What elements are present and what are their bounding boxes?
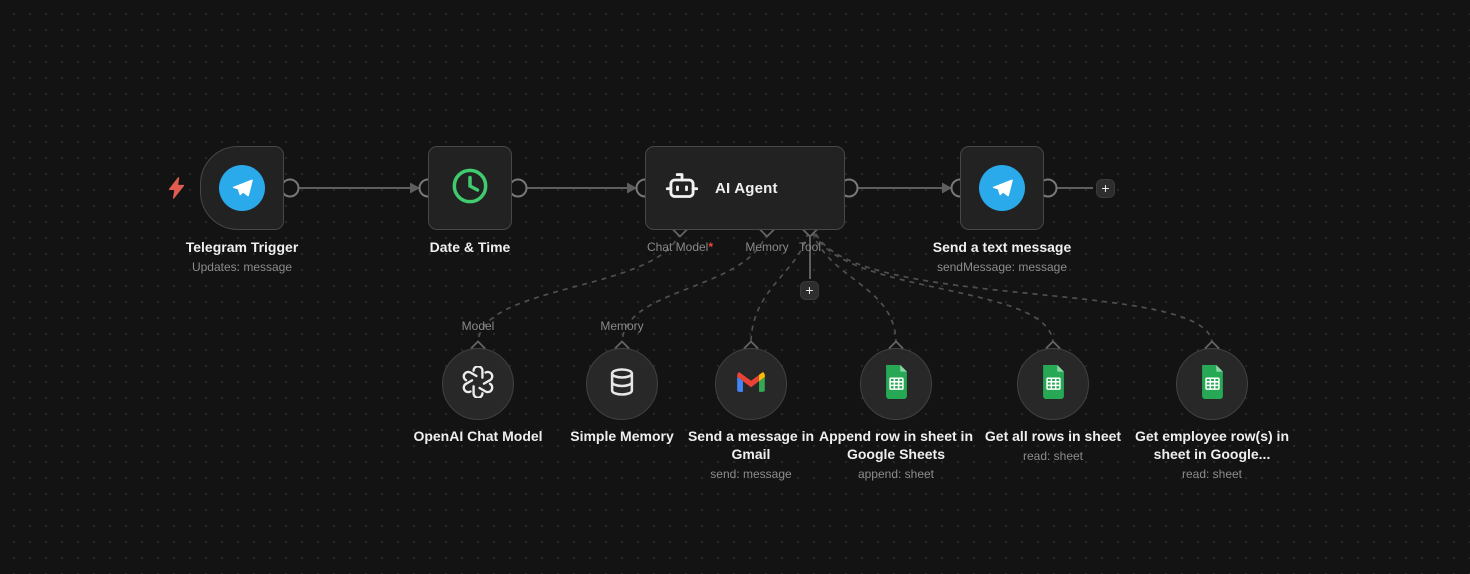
node-caption-telegram-trigger: Telegram Trigger Updates: message [152, 238, 332, 275]
node-caption-gmail: Send a message in Gmail send: message [671, 427, 831, 482]
node-caption-date-time: Date & Time [380, 238, 560, 256]
required-asterisk: * [708, 240, 714, 254]
node-label: OpenAI Chat Model [413, 428, 543, 444]
node-label: Send a message in Gmail [687, 428, 815, 462]
node-label: Send a text message [932, 239, 1072, 255]
node-send-text-message[interactable] [960, 146, 1044, 230]
database-icon [606, 366, 638, 403]
node-caption-send-text-message: Send a text message sendMessage: message [912, 238, 1092, 275]
node-label: Get all rows in sheet [984, 428, 1122, 444]
arrowhead-icon [627, 182, 637, 194]
output-dot-datetime[interactable] [508, 178, 528, 198]
output-dot-telegram[interactable] [280, 178, 300, 198]
node-label: Date & Time [429, 239, 511, 255]
node-sheets-get-all-rows[interactable] [1017, 348, 1089, 420]
plus-icon: + [1101, 179, 1110, 196]
node-sublabel: sendMessage: message [936, 260, 1068, 274]
robot-icon [664, 168, 700, 209]
google-sheets-icon [1040, 364, 1067, 404]
port-label-memory-sub: Memory [600, 319, 644, 333]
port-label-memory: Memory [745, 240, 789, 254]
node-caption-get-all-rows: Get all rows in sheet read: sheet [973, 427, 1133, 464]
node-sublabel: send: message [710, 467, 792, 481]
node-telegram-trigger[interactable] [200, 146, 284, 230]
plus-icon: + [805, 282, 814, 298]
arrowhead-icon [942, 182, 952, 194]
node-sublabel: Updates: message [191, 260, 293, 274]
node-sublabel: append: sheet [857, 467, 935, 481]
node-caption-simple-memory: Simple Memory [542, 427, 702, 445]
arrowhead-icon [410, 182, 420, 194]
port-label-chat-model: Chat Model* [646, 240, 714, 254]
google-sheets-icon [1199, 364, 1226, 404]
node-label: Get employee row(s) in sheet in Google..… [1134, 428, 1290, 462]
node-sheets-append-row[interactable] [860, 348, 932, 420]
gmail-icon [736, 370, 766, 398]
clock-icon [450, 166, 490, 211]
node-gmail-send-message[interactable] [715, 348, 787, 420]
telegram-icon [979, 165, 1025, 211]
port-label-tool: Tool [798, 240, 821, 254]
trigger-indicator [167, 177, 186, 204]
lightning-bolt-icon [168, 177, 185, 199]
node-caption-get-employee-rows: Get employee row(s) in sheet in Google..… [1132, 427, 1292, 482]
node-label: AI Agent [715, 179, 778, 197]
node-sheets-get-employee-rows[interactable] [1176, 348, 1248, 420]
openai-icon [462, 364, 494, 403]
port-label-model: Model [461, 319, 495, 333]
add-tool-button[interactable]: + [800, 281, 819, 300]
node-caption-append-row: Append row in sheet in Google Sheets app… [816, 427, 976, 482]
node-openai-chat-model[interactable] [442, 348, 514, 420]
node-sublabel: read: sheet [1181, 467, 1243, 481]
add-node-button[interactable]: + [1096, 178, 1115, 198]
google-sheets-icon [883, 364, 910, 404]
node-ai-agent[interactable]: AI Agent [645, 146, 845, 230]
telegram-icon [219, 165, 265, 211]
node-label: Telegram Trigger [185, 239, 299, 255]
node-label: Append row in sheet in Google Sheets [818, 428, 973, 462]
node-date-time[interactable] [428, 146, 512, 230]
node-caption-openai: OpenAI Chat Model [398, 427, 558, 445]
node-sublabel: read: sheet [1022, 449, 1084, 463]
node-label: Simple Memory [570, 428, 674, 444]
node-simple-memory[interactable] [586, 348, 658, 420]
